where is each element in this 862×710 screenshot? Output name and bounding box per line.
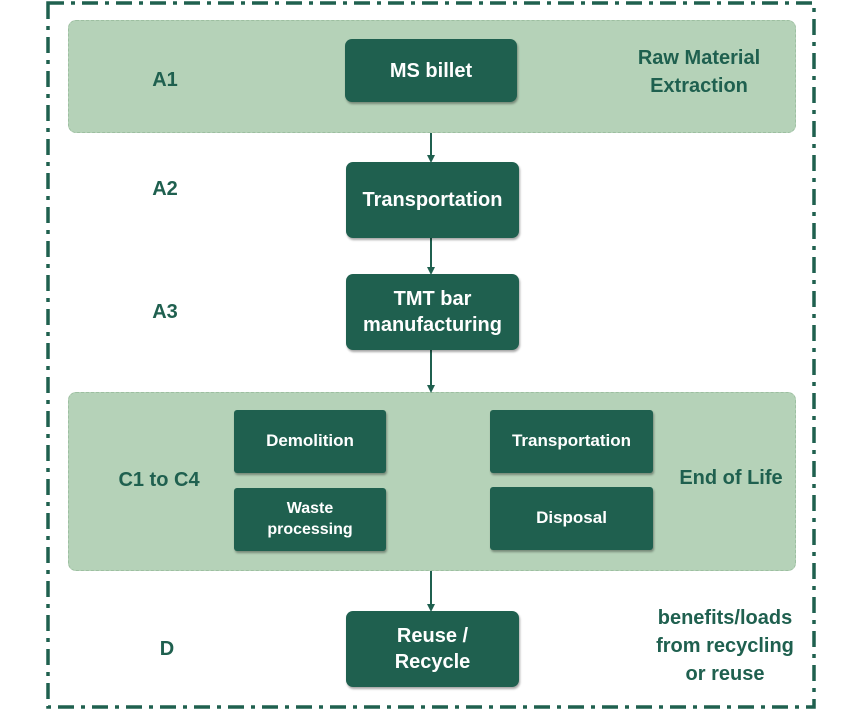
stage-code-a2: A2 xyxy=(152,178,178,200)
stage-code-d: D xyxy=(159,638,175,660)
raw-material-extraction-label: Raw Material Extraction xyxy=(637,47,761,97)
benefits-loads-label: benefits/loads from recycling or reuse xyxy=(656,607,794,685)
transportation-box: Transportation xyxy=(346,162,519,238)
reuse-recycle-box: Reuse / Recycle xyxy=(346,611,519,687)
disposal-box: Disposal xyxy=(490,487,653,550)
end-of-life-band xyxy=(68,392,796,571)
end-of-life-label: End of Life xyxy=(679,467,783,489)
stage-code-a1: A1 xyxy=(152,69,178,91)
waste-processing-box: Waste processing xyxy=(234,488,386,551)
tmt-bar-manufacturing-box: TMT bar manufacturing xyxy=(346,274,519,350)
ms-billet-box: MS billet xyxy=(345,39,517,102)
eol-transportation-box: Transportation xyxy=(490,410,653,473)
demolition-box: Demolition xyxy=(234,410,386,473)
stage-code-a3: A3 xyxy=(152,301,178,323)
stage-code-c1-c4: C1 to C4 xyxy=(118,469,200,491)
